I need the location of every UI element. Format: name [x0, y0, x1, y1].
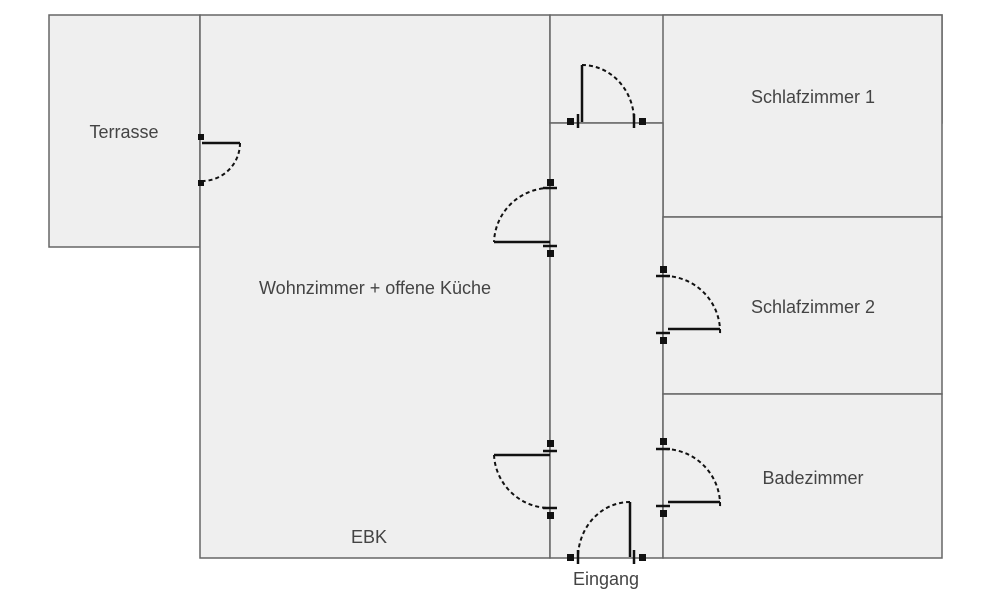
door-badezimmer	[656, 438, 722, 517]
label-ebk: EBK	[351, 527, 387, 547]
door-terrasse	[198, 134, 241, 186]
label-eingang: Eingang	[573, 569, 639, 589]
room-schlafzimmer-2	[662, 216, 943, 395]
label-wohnzimmer: Wohnzimmer + offene Küche	[259, 278, 491, 298]
door-wohnzimmer-upper	[493, 179, 557, 257]
room-badezimmer	[662, 393, 943, 559]
door-wohnzimmer-lower	[493, 440, 557, 519]
label-schlafzimmer-2: Schlafzimmer 2	[751, 297, 875, 317]
room-flur	[549, 122, 664, 559]
room-terrasse	[48, 14, 201, 248]
label-terrasse: Terrasse	[89, 122, 158, 142]
room-schlafzimmer-1	[662, 14, 943, 218]
door-eingang	[567, 501, 646, 564]
door-schlafzimmer-2	[656, 266, 722, 344]
door-schlafzimmer-1	[567, 63, 646, 128]
room-wohnzimmer	[199, 14, 551, 559]
label-badezimmer: Badezimmer	[762, 468, 863, 488]
label-schlafzimmer-1: Schlafzimmer 1	[751, 87, 875, 107]
